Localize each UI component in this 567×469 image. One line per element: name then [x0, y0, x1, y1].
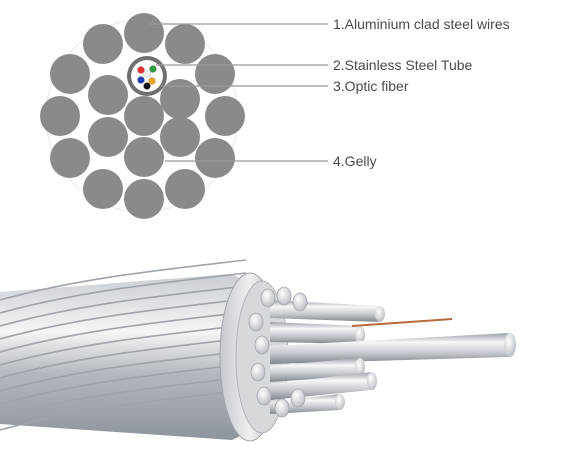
- rod-end-face: [250, 362, 266, 382]
- rod: [270, 322, 360, 344]
- rod: [270, 358, 360, 382]
- rod-end-face: [292, 292, 308, 312]
- steel-wire: [160, 117, 200, 157]
- strand-line: [0, 363, 247, 405]
- leader-lines: [150, 23, 328, 162]
- rod-end-face: [248, 312, 264, 332]
- steel-wire: [50, 138, 90, 178]
- strand-line: [0, 298, 247, 340]
- label-stainless-steel-tube: 2.Stainless Steel Tube: [333, 57, 473, 73]
- cross-section: [40, 13, 245, 219]
- steel-wire: [205, 96, 245, 136]
- strand-line: [0, 324, 247, 366]
- steel-wire: [165, 24, 205, 64]
- strand-lines: [0, 259, 247, 431]
- steel-wire: [50, 54, 90, 94]
- strand-line: [0, 337, 247, 379]
- rod-end: [355, 358, 365, 376]
- rod-end-face: [274, 398, 290, 418]
- central-rod-end: [504, 333, 516, 357]
- steel-wire: [165, 169, 205, 209]
- central-rod: [270, 333, 510, 364]
- optic-fiber: [149, 65, 157, 73]
- rod-end: [355, 326, 365, 344]
- wire-group: [40, 13, 245, 219]
- strand-line: [0, 259, 247, 301]
- rod-end: [367, 372, 377, 390]
- cable-body: [0, 274, 248, 440]
- steel-wire: [195, 54, 235, 94]
- strand-line: [0, 389, 247, 431]
- strand-line: [0, 285, 247, 327]
- optic-fiber-strand: [351, 318, 453, 327]
- cable-3d: [0, 259, 516, 442]
- fiber-group: [137, 65, 157, 90]
- optic-fiber: [148, 77, 156, 85]
- rod-end-face: [254, 335, 270, 355]
- optic-fiber: [137, 66, 145, 74]
- label-gelly: 4.Gelly: [333, 153, 377, 169]
- steel-wire: [160, 79, 200, 119]
- strand-line: [0, 350, 247, 392]
- strand-line: [0, 376, 247, 418]
- steel-wire: [124, 13, 164, 53]
- steel-wire: [195, 138, 235, 178]
- label-optic-fiber: 3.Optic fiber: [333, 78, 409, 94]
- strand-line: [0, 311, 247, 353]
- label-aluminium-clad-steel-wires: 1.Aluminium clad steel wires: [333, 16, 510, 32]
- rod-end: [375, 306, 385, 322]
- steel-wire: [88, 117, 128, 157]
- steel-wire: [83, 24, 123, 64]
- steel-wire: [40, 96, 80, 136]
- optic-fiber: [143, 82, 151, 90]
- optic-fiber: [143, 70, 151, 78]
- steel-wire: [124, 179, 164, 219]
- steel-wire: [124, 137, 164, 177]
- rod-end-face: [276, 286, 292, 306]
- rod-end-face: [290, 388, 306, 408]
- rod-end-face: [260, 288, 276, 308]
- strand-line: [0, 272, 247, 314]
- steel-wire: [83, 169, 123, 209]
- rod-end-face: [256, 386, 272, 406]
- protruding-rods: [270, 300, 516, 414]
- ring-rod-ends: [248, 286, 308, 418]
- optic-fiber: [137, 76, 145, 84]
- steel-wire: [124, 96, 164, 136]
- steel-wire: [88, 75, 128, 115]
- rod-end: [335, 394, 345, 410]
